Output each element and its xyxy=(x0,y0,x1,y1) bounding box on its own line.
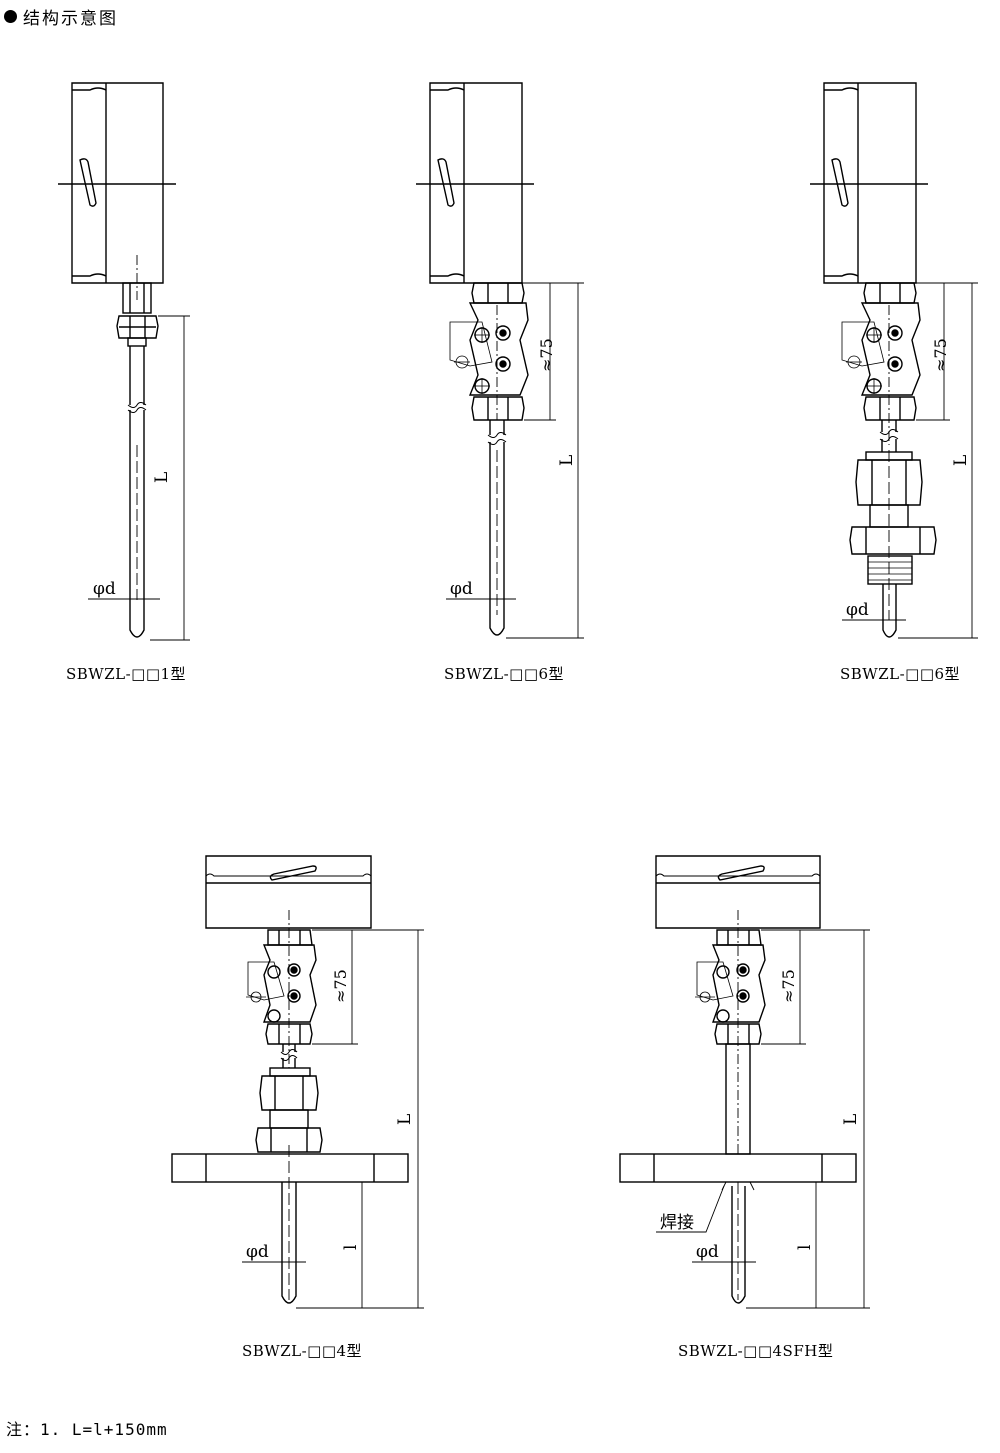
model-caption-3: SBWZL-□□6型 xyxy=(840,665,961,683)
dim-label-75: ≈75 xyxy=(331,969,350,1003)
section-title: 结构示意图 xyxy=(23,9,118,29)
model-4-drawing: ≈75 L l φd xyxy=(171,855,424,1309)
section-heading: 结构示意图 xyxy=(4,4,118,29)
weld-label: 焊接 xyxy=(660,1213,694,1233)
dim-label-d: φd xyxy=(246,1242,269,1262)
bullet-icon xyxy=(4,10,17,23)
dim-label-L: L xyxy=(841,1114,861,1125)
dim-label-l: l xyxy=(341,1245,361,1250)
model-caption-5: SBWZL-□□4SFH型 xyxy=(678,1342,834,1360)
dim-label-d: φd xyxy=(93,579,116,599)
dim-label-l: l xyxy=(795,1245,815,1250)
dim-label-L: L xyxy=(395,1114,415,1125)
dim-label-d: φd xyxy=(846,600,869,620)
model-3-drawing: ≈75 L φd xyxy=(810,82,978,639)
dim-label-d: φd xyxy=(696,1242,719,1262)
dim-label-75: ≈75 xyxy=(537,338,556,372)
footnote: 注：1. L=l+150mm xyxy=(6,1420,168,1439)
model-2-drawing: ≈75 L φd xyxy=(416,82,584,639)
dim-label-L: L xyxy=(152,472,172,483)
model-5-drawing: 焊接 ≈75 L l φd xyxy=(619,855,870,1309)
dim-label-L: L xyxy=(951,455,971,466)
model-caption-1: SBWZL-□□1型 xyxy=(66,665,187,683)
dim-label-d: φd xyxy=(450,579,473,599)
dim-label-75: ≈75 xyxy=(779,969,798,1003)
model-caption-2: SBWZL-□□6型 xyxy=(444,665,565,683)
dim-label-L: L xyxy=(557,455,577,466)
dim-label-75: ≈75 xyxy=(931,338,950,372)
model-1-drawing: L φd xyxy=(58,82,190,641)
model-caption-4: SBWZL-□□4型 xyxy=(242,1342,363,1360)
